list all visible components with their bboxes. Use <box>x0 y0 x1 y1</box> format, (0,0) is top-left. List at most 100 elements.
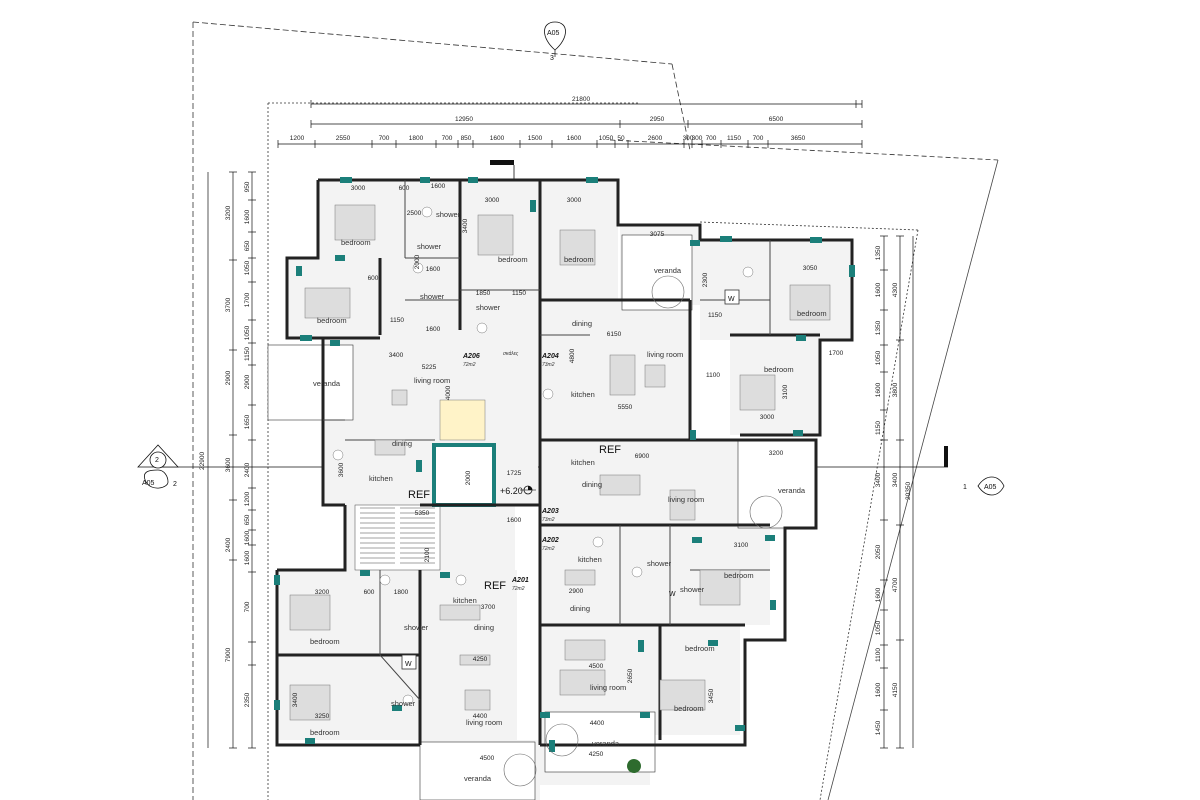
section-num: 3 <box>550 55 554 62</box>
dim-left-segment: 1050 <box>244 260 251 275</box>
room-label: dining <box>474 623 494 632</box>
dim-top-segment: 700 <box>379 135 390 142</box>
dim-right-segment: 3800 <box>892 382 899 397</box>
room-label: dining <box>572 319 592 328</box>
dim-right-segment: 1050 <box>875 350 882 365</box>
interior-dim-label: 2500 <box>407 210 422 217</box>
ref-label: REF <box>408 489 430 501</box>
interior-dim-label: 5550 <box>618 404 633 411</box>
dim-top-segment: 6500 <box>769 116 784 123</box>
dim-right-segment: 1150 <box>875 421 882 435</box>
level-label: +6.20 <box>500 486 523 496</box>
w-label: W <box>669 591 676 598</box>
interior-dim-label: 2000 <box>414 254 421 269</box>
dim-left-segment: 2900 <box>244 374 251 389</box>
dim-left-segment: 3600 <box>225 457 232 472</box>
unit-id: A202 <box>541 537 559 544</box>
interior-dim-label: 1150 <box>390 317 404 324</box>
interior-dim-label: 4000 <box>445 385 452 400</box>
room-label: bedroom <box>685 644 715 653</box>
unit-area: 72m2 <box>512 586 525 592</box>
dim-right-segment: 4300 <box>892 282 899 297</box>
section-ref: A05 <box>142 480 155 487</box>
stair <box>354 443 496 571</box>
dim-right-segment: 1450 <box>875 720 882 735</box>
dim-left-segment: 650 <box>244 240 251 251</box>
room-label: kitchen <box>453 596 477 605</box>
room-label: living room <box>590 683 626 692</box>
interior-dim-label: 1800 <box>394 589 409 596</box>
dim-top-segment: 850 <box>461 135 472 142</box>
interior-dim-label: 1850 <box>476 290 491 297</box>
room-label: veranda <box>654 266 682 275</box>
interior-dim-label: 2650 <box>627 668 634 683</box>
interior-dim-label: 1150 <box>708 312 722 319</box>
interior-dim-label: 2000 <box>465 470 472 485</box>
dim-top-segment: 1150 <box>727 135 741 142</box>
unit-area: 72m2 <box>463 362 476 368</box>
dim-right-segment: 1350 <box>875 245 882 260</box>
unit-id: A204 <box>541 353 559 360</box>
dim-overall-right: 20350 <box>905 482 912 500</box>
room-label: shower <box>404 623 429 632</box>
dim-top-segment: 1600 <box>567 135 582 142</box>
dim-top-segment: 300 <box>683 135 694 142</box>
interior-dim-label: 4400 <box>473 713 488 720</box>
room-label: bedroom <box>498 255 528 264</box>
dim-top-segment: 1500 <box>528 135 543 142</box>
interior-dim-label: 1725 <box>507 470 522 477</box>
dim-right-segment: 4700 <box>892 577 899 592</box>
ref-labels: REF REF REF <box>408 444 621 592</box>
interior-dim-label: 5350 <box>415 510 430 517</box>
interior-dim-label: 2300 <box>702 272 709 287</box>
room-label: bedroom <box>674 704 704 713</box>
room-label: shower <box>417 242 442 251</box>
dim-top-segment: 1200 <box>290 135 305 142</box>
dim-left-segment: 2900 <box>225 370 232 385</box>
room-label: shower <box>391 699 416 708</box>
interior-dim-label: 600 <box>399 185 410 192</box>
interior-dim-label: 3400 <box>292 692 299 707</box>
dim-right-segment: 1600 <box>875 282 882 297</box>
room-labels: bedroom bedroom bedroom bedroom bedroom … <box>310 210 827 783</box>
room-label: veranda <box>778 486 806 495</box>
interior-dim-label: 4250 <box>589 751 604 758</box>
dim-top-segment: 700 <box>753 135 764 142</box>
dim-right-segment: 4150 <box>892 682 899 697</box>
dim-top-segment: 300 <box>692 135 703 142</box>
section-marker-right: A05 1 <box>963 476 1005 496</box>
room-label: kitchen <box>571 458 595 467</box>
dim-top-segment: 1800 <box>409 135 424 142</box>
dim-overall-top: 21800 <box>572 96 590 103</box>
room-label: dining <box>570 604 590 613</box>
level-marker: +6.20 <box>500 485 536 496</box>
unit-id: A206 <box>462 353 480 360</box>
interior-dim-label: 4500 <box>480 755 495 762</box>
dim-left-segment: 1600 <box>244 530 251 545</box>
room-label: veranda <box>592 739 620 748</box>
dim-right-segment: 1050 <box>875 620 882 635</box>
dim-overall-left: 22900 <box>199 452 206 470</box>
interior-dim-label: 6900 <box>635 453 650 460</box>
room-label: kitchen <box>578 555 602 564</box>
interior-dim-label: 6150 <box>607 331 622 338</box>
dim-left-segment: 2350 <box>244 692 251 707</box>
room-label: bedroom <box>310 637 340 646</box>
dim-top-segment: 12950 <box>455 116 473 123</box>
unit-labels: A206 72m2 A204 73m2 A203 73m2 A202 72m2 … <box>462 353 559 592</box>
room-label: bedroom <box>317 316 347 325</box>
interior-dim-label: 3400 <box>389 352 404 359</box>
ref-label: REF <box>484 580 506 592</box>
interior-dim-label: 3050 <box>803 265 818 272</box>
interior-dim-label: 3000 <box>567 197 582 204</box>
dim-top-segment: 2600 <box>648 135 663 142</box>
dim-top-segment: 3650 <box>791 135 806 142</box>
dim-left-segment: 1650 <box>244 414 251 429</box>
section-marker-left: 2 A05 2 <box>137 444 179 489</box>
interior-dim-label: 3000 <box>485 197 500 204</box>
w-label: W <box>728 296 735 303</box>
room-label: living room <box>414 376 450 385</box>
spiral-stairs <box>503 275 783 787</box>
